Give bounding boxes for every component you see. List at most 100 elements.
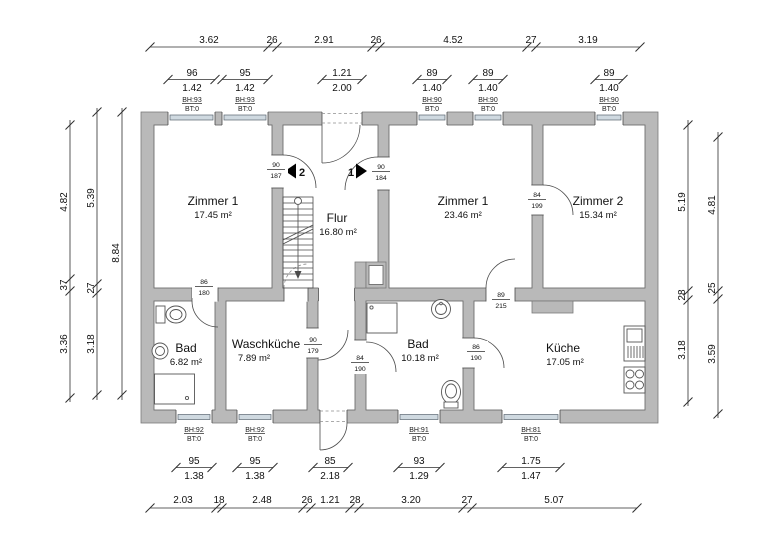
room-name: Zimmer 1 — [188, 194, 239, 208]
svg-text:BH:93: BH:93 — [235, 97, 255, 104]
svg-text:95: 95 — [188, 456, 200, 467]
svg-text:93: 93 — [413, 456, 425, 467]
window-top-3 — [416, 111, 448, 126]
wall-kueche-jog — [531, 300, 574, 314]
door-swings — [191, 124, 574, 451]
svg-text:5.19: 5.19 — [677, 192, 688, 212]
kitchen-sink — [623, 325, 646, 362]
svg-text:27: 27 — [461, 495, 473, 506]
sink-bad-right — [431, 299, 451, 319]
dimension-chain-bottom: 2.03 18 2.48 26 1.21 28 3.20 27 5.07 — [145, 495, 642, 513]
svg-text:28: 28 — [677, 289, 688, 301]
unit1-number: 1 — [348, 167, 354, 179]
room-name: Bad — [407, 337, 428, 351]
svg-text:180: 180 — [198, 290, 210, 297]
shower-bad-right — [366, 302, 398, 334]
room-area: 17.45 m² — [194, 210, 232, 221]
fixtures — [151, 299, 646, 409]
door-arc-bad-left — [191, 300, 219, 328]
room-area: 10.18 m² — [401, 353, 439, 364]
sink-bad-left — [151, 342, 169, 360]
room-area: 15.34 m² — [579, 210, 617, 221]
door-arc-bad-right — [365, 341, 397, 373]
window-dimensions-bottom: 951.38 951.38 852.18 931.29 1.751.47 — [171, 456, 565, 482]
svg-text:1.40: 1.40 — [599, 83, 619, 94]
svg-text:BH:91: BH:91 — [409, 427, 429, 434]
svg-text:27: 27 — [525, 35, 537, 46]
svg-text:89: 89 — [497, 292, 505, 299]
window-bottom-1 — [175, 409, 213, 424]
svg-text:BT:0: BT:0 — [602, 106, 616, 113]
room-zimmer2 — [542, 124, 646, 289]
back-door-arc — [319, 422, 348, 451]
svg-text:2.18: 2.18 — [320, 471, 340, 482]
door-label: 90 187 — [264, 159, 288, 181]
svg-text:2.00: 2.00 — [332, 83, 352, 94]
svg-text:BT:0: BT:0 — [185, 106, 199, 113]
svg-text:184: 184 — [375, 175, 387, 182]
svg-text:85: 85 — [324, 456, 336, 467]
door-label: 89 215 — [489, 289, 513, 311]
room-name: Zimmer 1 — [438, 194, 489, 208]
svg-text:90: 90 — [309, 337, 317, 344]
window-bottom-4 — [501, 409, 561, 424]
svg-text:90: 90 — [272, 162, 280, 169]
unit1-arrow-icon — [356, 163, 367, 179]
svg-text:1.40: 1.40 — [478, 83, 498, 94]
svg-text:1.75: 1.75 — [521, 456, 541, 467]
door-arc-bad-kueche — [473, 337, 505, 369]
door-arc-kueche — [485, 258, 516, 289]
svg-text:18: 18 — [213, 495, 225, 506]
svg-text:BT:0: BT:0 — [481, 106, 495, 113]
svg-text:1.47: 1.47 — [521, 471, 541, 482]
room-labels: Zimmer 1 17.45 m² Flur 16.80 m² Zimmer 1… — [170, 194, 624, 368]
door-arc-zimmer1-left — [282, 154, 317, 189]
room-area: 17.05 m² — [546, 357, 584, 368]
svg-text:3.62: 3.62 — [199, 35, 219, 46]
stair-arrow — [294, 271, 302, 279]
entrance-door-arc — [321, 124, 361, 164]
unit2-arrow-icon — [285, 163, 296, 179]
entrance-opening — [321, 111, 363, 126]
stairs — [282, 196, 314, 289]
svg-text:2.91: 2.91 — [314, 35, 334, 46]
svg-text:1.38: 1.38 — [245, 471, 265, 482]
svg-text:1.29: 1.29 — [409, 471, 429, 482]
svg-text:5.07: 5.07 — [544, 495, 564, 506]
svg-text:3.59: 3.59 — [707, 344, 718, 364]
stair-start-circle — [294, 197, 302, 205]
svg-text:215: 215 — [495, 303, 507, 310]
svg-text:BH:90: BH:90 — [422, 97, 442, 104]
svg-text:8.84: 8.84 — [111, 243, 122, 263]
window-top-5 — [594, 111, 624, 126]
window-top-4 — [472, 111, 504, 126]
svg-text:3.18: 3.18 — [677, 340, 688, 360]
svg-text:BH:92: BH:92 — [184, 427, 204, 434]
svg-text:187: 187 — [270, 173, 282, 180]
dimension-chains-right: 5.19 28 3.18 4.81 25 3.59 — [677, 120, 723, 419]
svg-text:90: 90 — [377, 164, 385, 171]
svg-text:BT:0: BT:0 — [425, 106, 439, 113]
svg-text:2.48: 2.48 — [252, 495, 272, 506]
wall-niche-block — [354, 261, 367, 289]
door-label: 90 184 — [369, 161, 393, 183]
svg-text:84: 84 — [533, 192, 541, 199]
window-top-1 — [167, 111, 216, 126]
svg-text:2.03: 2.03 — [173, 495, 193, 506]
svg-text:BT:0: BT:0 — [412, 436, 426, 443]
svg-text:BH:93: BH:93 — [182, 97, 202, 104]
door-arc-zimmer2 — [542, 184, 574, 216]
svg-text:1.21: 1.21 — [332, 68, 352, 79]
back-door-opening — [319, 409, 348, 424]
svg-text:BH:90: BH:90 — [478, 97, 498, 104]
window-top-2 — [221, 111, 269, 126]
svg-text:4.82: 4.82 — [59, 192, 70, 212]
